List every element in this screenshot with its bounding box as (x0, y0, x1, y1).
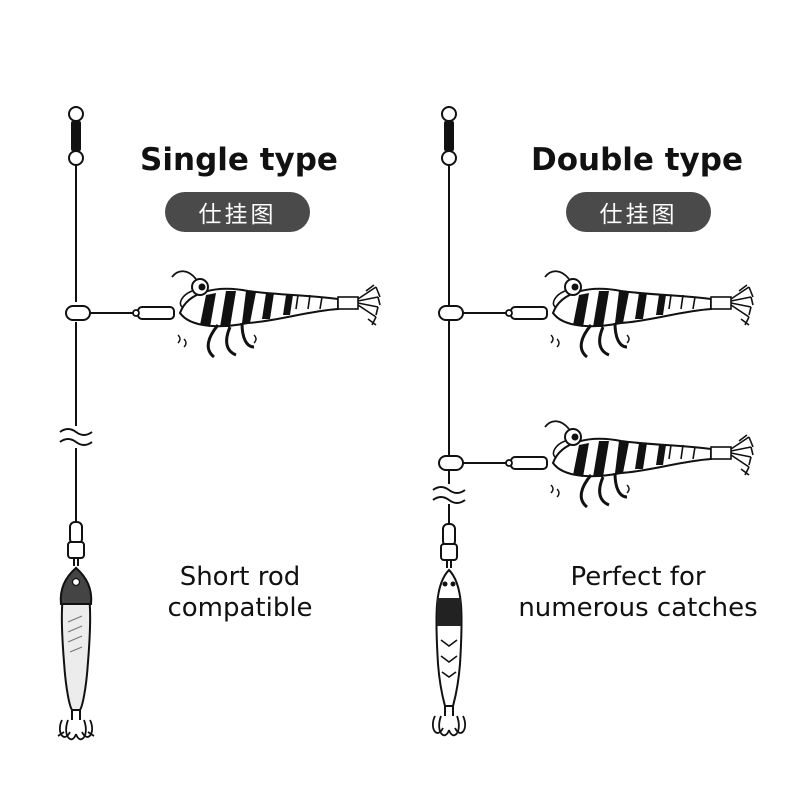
single-rig (57, 106, 382, 741)
caption-line-1: Short rod (179, 562, 301, 592)
single-type-badge: 仕挂图 (165, 192, 310, 232)
line-break-icon (432, 486, 466, 504)
squid-jig-icon (57, 521, 95, 741)
shrimp-lure-icon (131, 269, 382, 359)
caption-line-2: compatible (167, 593, 313, 623)
line-break-icon (59, 428, 93, 446)
caption-line-2: numerous catches (518, 593, 758, 623)
double-type-caption: Perfect for numerous catches (498, 562, 778, 624)
single-type-caption: Short rod compatible (110, 562, 370, 624)
shrimp-lure-icon (504, 269, 755, 359)
swivel-icon (441, 106, 457, 166)
swivel-icon (68, 106, 84, 166)
caption-line-1: Perfect for (570, 562, 706, 592)
double-type-badge: 仕挂图 (566, 192, 711, 232)
double-type-title: Double type (531, 142, 743, 178)
shrimp-lure-icon (504, 419, 755, 509)
squid-jig-icon (431, 523, 467, 737)
double-rig (431, 106, 755, 737)
single-type-title: Single type (140, 142, 338, 178)
